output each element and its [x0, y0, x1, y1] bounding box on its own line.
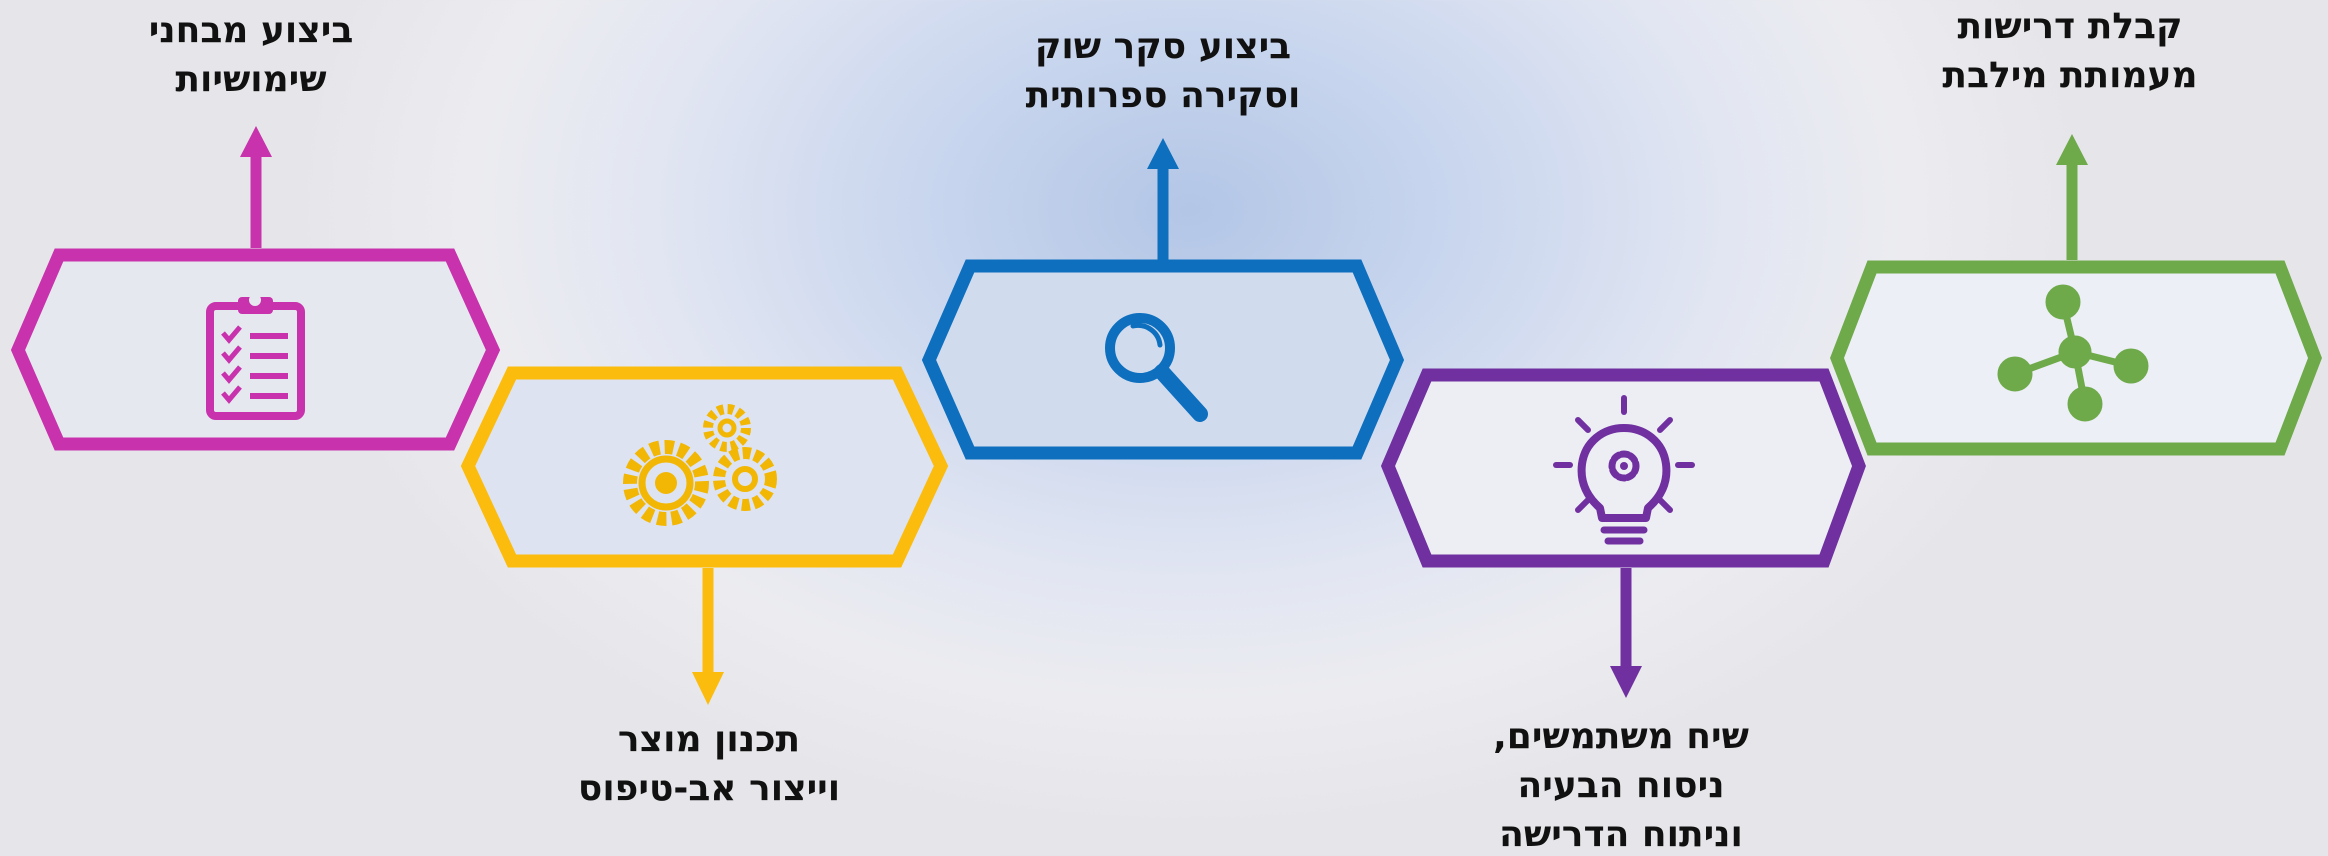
magnifier-icon: [1105, 313, 1208, 422]
stage-user-talks-label: שיח משתמשים, ניסוח הבעיה וניתוח הדרישה: [1401, 712, 1841, 856]
stage-user-talks-label-line-2: ניסוח הבעיה: [1517, 765, 1725, 806]
stage-usability-tests-label-line-1: ביצוע מבחני: [148, 10, 354, 51]
network-nodes-icon: [1997, 284, 2149, 422]
stage-user-talks: [1380, 368, 1866, 698]
lightbulb-gear-icon: [1553, 395, 1695, 545]
stage-product-design-label: תכנון מוצר וייצור אב-טיפוס: [489, 715, 929, 813]
stage-usability-tests-arrowhead: [240, 126, 272, 157]
gears-icon: [623, 404, 777, 526]
stage-user-talks-label-line-1: שיח משתמשים,: [1493, 716, 1749, 757]
stage-market-research-label-line-1: ביצוע סקר שוק: [1034, 26, 1292, 67]
stage-market-research-arrowhead: [1147, 138, 1179, 169]
stage-user-talks-label-line-3: וניתוח הדרישה: [1499, 814, 1743, 855]
stage-usability-tests-hexagon: [10, 248, 501, 451]
stage-user-talks-arrowhead: [1610, 666, 1642, 698]
stage-product-design-label-line-1: תכנון מוצר: [617, 719, 801, 760]
stage-requirements: [1830, 134, 2322, 456]
stage-product-design: [460, 366, 949, 705]
stage-market-research-label-line-2: וסקירה ספרותית: [1025, 75, 1301, 116]
stage-usability-tests-label: ביצוע מבחני שימושיות: [31, 6, 471, 104]
stage-requirements-label-line-2: מעמותת מילבת: [1942, 55, 2198, 96]
stage-requirements-label: קבלת דרישות מעמותת מילבת: [1850, 2, 2290, 100]
stage-usability-tests-label-line-2: שימושיות: [175, 59, 327, 100]
stage-requirements-label-line-1: קבלת דרישות: [1957, 6, 2183, 47]
stage-market-research-label: ביצוע סקר שוק וסקירה ספרותית: [943, 22, 1383, 120]
stage-product-design-label-line-2: וייצור אב-טיפוס: [577, 768, 841, 809]
stage-market-research: [921, 138, 1405, 460]
stage-usability-tests: [10, 126, 501, 451]
stage-product-design-arrowhead: [692, 672, 724, 705]
clipboard-checklist-icon: [206, 294, 305, 420]
stage-requirements-arrowhead: [2056, 134, 2088, 165]
